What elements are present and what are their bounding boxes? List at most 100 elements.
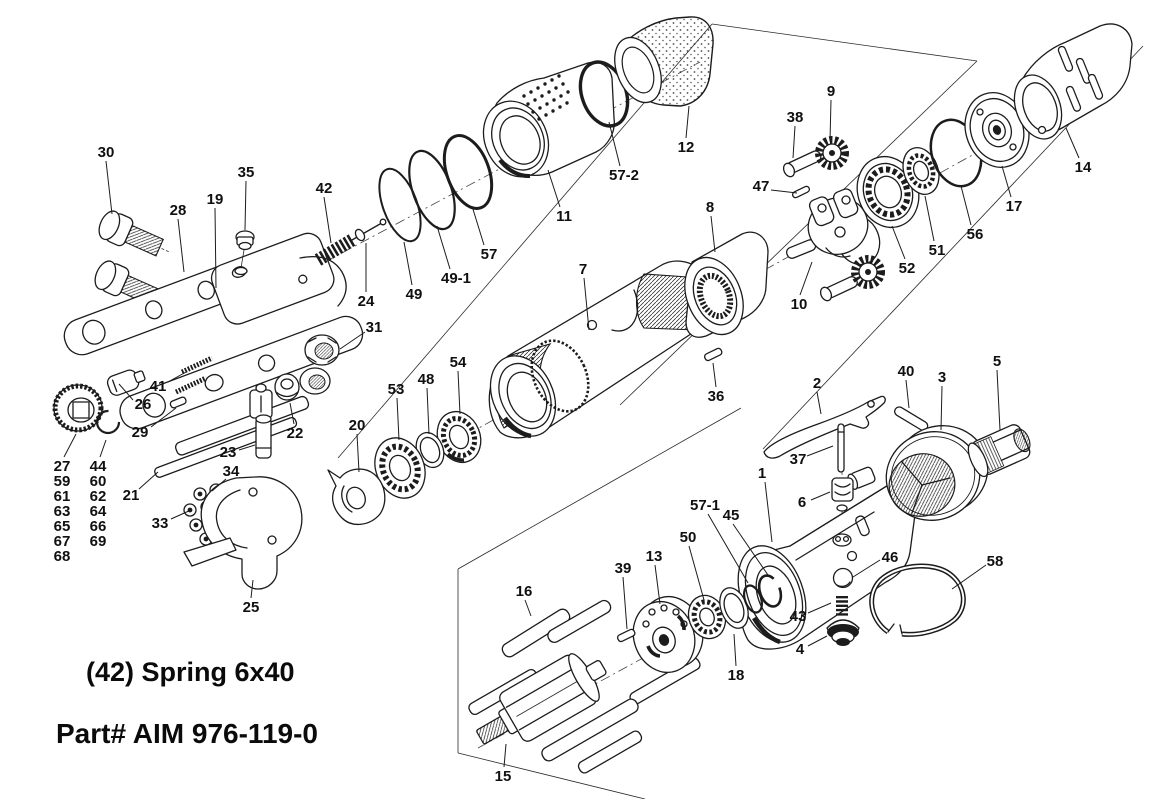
part-35-screw	[234, 230, 255, 276]
part-20-cam-washer	[327, 468, 386, 525]
part-11-muffler-housing	[482, 61, 615, 179]
part-label-47: 47	[753, 178, 770, 195]
part-label-58: 58	[987, 553, 1004, 570]
part-57-o-ring	[442, 134, 494, 210]
part-label-22: 22	[287, 425, 304, 442]
part-label-17: 17	[1006, 198, 1023, 215]
part-label-36: 36	[708, 388, 725, 405]
part-label-14: 14	[1075, 159, 1092, 176]
part-18-spacer	[719, 587, 749, 629]
part-16-vanes	[468, 599, 701, 774]
part-12-muffler-sleeve	[614, 16, 714, 107]
part-24-valve-stem	[351, 218, 387, 242]
part-2-throttle-lever	[763, 395, 886, 459]
muffler-perforations	[522, 74, 570, 121]
part-label-57-1: 57-1	[690, 497, 720, 514]
leader-line-40	[905, 379, 910, 409]
part-label-54: 54	[450, 354, 467, 371]
part-label-49: 49	[406, 286, 423, 303]
leader-line-15	[503, 743, 507, 768]
leader-line-20	[356, 433, 360, 473]
leader-line-47	[770, 189, 798, 194]
leader-line-21	[138, 471, 159, 490]
part-29-pin	[169, 396, 187, 409]
leader-line-49	[403, 241, 413, 286]
part-label-41: 41	[150, 378, 167, 395]
leader-line-16	[524, 599, 532, 617]
leader-line-39	[622, 576, 628, 630]
part-label-7: 7	[579, 261, 587, 278]
leader-line-36	[712, 362, 717, 388]
part-25-guard-clamp	[183, 476, 303, 590]
part-planet-gear-lower	[819, 255, 885, 302]
part-label-60: 60	[90, 473, 107, 490]
leader-line-22	[289, 402, 295, 425]
leader-line-11	[547, 169, 561, 208]
part-label-65: 65	[54, 518, 71, 535]
leader-line-45	[732, 523, 769, 576]
leader-line-23	[238, 444, 256, 451]
part-label-35: 35	[238, 164, 255, 181]
leader-line-44	[99, 439, 107, 458]
leader-line-13	[654, 564, 661, 605]
part-39-pin	[616, 628, 636, 643]
leader-line-6	[810, 491, 831, 501]
part-22-grommet	[274, 373, 300, 401]
part-label-12: 12	[678, 139, 695, 156]
part-8-ring-gear	[684, 231, 769, 338]
part-42-spring	[314, 234, 356, 266]
part-40-pin	[894, 406, 929, 432]
part-label-10: 10	[791, 296, 808, 313]
part-label-38: 38	[787, 109, 804, 126]
part-label-24: 24	[358, 293, 375, 310]
leader-line-54	[457, 370, 461, 415]
part-13-end-plate-stack	[632, 595, 704, 674]
part-label-68: 68	[54, 548, 71, 565]
part-label-27: 27	[54, 458, 71, 475]
part-label-62: 62	[90, 488, 107, 505]
part-label-67: 67	[54, 533, 71, 550]
part-19-lower-arm	[119, 315, 364, 430]
leader-line-3	[940, 385, 943, 431]
part-label-40: 40	[898, 363, 915, 380]
part-15-rotor	[476, 653, 607, 745]
part-label-50: 50	[680, 529, 697, 546]
leader-line-25	[250, 579, 254, 599]
leader-line-48	[426, 387, 430, 435]
leader-line-28	[177, 218, 185, 273]
part-label-28: 28	[170, 202, 187, 219]
part-27-knurled-knob	[52, 383, 104, 433]
part-label-11: 11	[556, 208, 572, 225]
leader-line-7	[583, 277, 590, 331]
leader-line-10	[799, 261, 813, 296]
part-label-42: 42	[316, 180, 333, 197]
part-label-30: 30	[98, 144, 115, 161]
part-14-rear-housing	[1013, 23, 1133, 140]
leader-line-41	[167, 371, 187, 383]
part-label-31: 31	[366, 319, 383, 336]
leader-line-38	[792, 125, 796, 159]
leader-line-34	[211, 478, 227, 492]
part-1-main-housing	[737, 466, 919, 650]
part-36-pin	[703, 347, 723, 362]
leader-line-46	[852, 559, 881, 578]
leader-line-31	[339, 331, 366, 350]
part-label-4: 4	[796, 641, 805, 658]
part-label-6: 6	[798, 494, 806, 511]
leader-line-18	[733, 633, 737, 667]
part-50-bearing	[687, 594, 727, 640]
part-label-69: 69	[90, 533, 107, 550]
part-label-49-1: 49-1	[441, 270, 471, 287]
part-label-46: 46	[882, 549, 899, 566]
part-label-56: 56	[967, 226, 984, 243]
leader-line-52	[891, 225, 906, 260]
leader-line-4	[807, 635, 828, 647]
leader-line-56	[960, 185, 972, 226]
part-label-51: 51	[929, 242, 946, 259]
part-label-43: 43	[790, 608, 807, 625]
part-5-inlet-bushing	[967, 424, 1031, 478]
leader-line-37	[806, 445, 834, 457]
part-10-planet-carrier	[785, 188, 881, 266]
part-52-bearing	[856, 155, 920, 229]
